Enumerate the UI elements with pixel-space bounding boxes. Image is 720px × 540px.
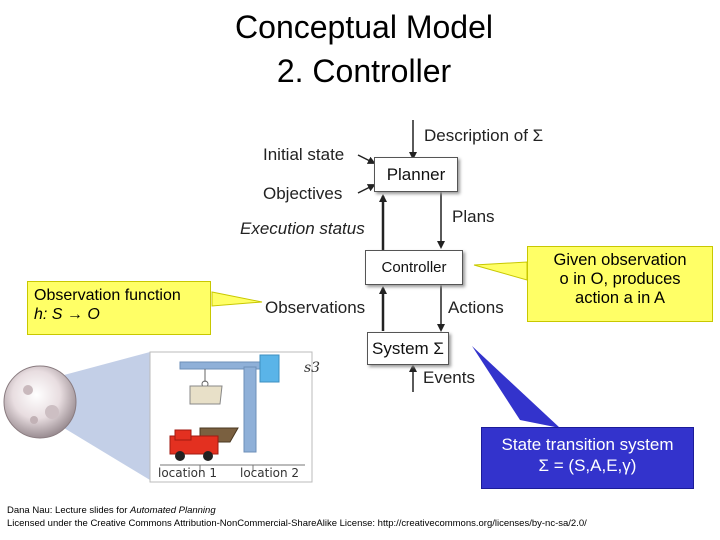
location-1-label: location 1 (158, 466, 218, 480)
footer-line-1: Dana Nau: Lecture slides for Automated P… (7, 505, 216, 517)
given-callout-line2: o in O, produces (559, 270, 681, 288)
given-callout-line3: action a in A (575, 289, 665, 307)
label-objectives: Objectives (263, 184, 343, 203)
given-callout-line1: Given observation (553, 251, 687, 269)
location-2-label: location 2 (240, 466, 300, 480)
planner-box: Planner (374, 157, 458, 192)
observation-function-callout: Observation function h: S → O (27, 281, 211, 335)
controller-box: Controller (365, 250, 463, 285)
view-beam (64, 352, 150, 480)
state-picture-frame (149, 351, 313, 483)
label-actions: Actions (448, 298, 504, 317)
arrow-initial-state (357, 154, 376, 164)
title-line-1: Conceptual Model (235, 9, 493, 45)
footer-prefix: Dana Nau: Lecture slides for (7, 505, 131, 516)
moon-icon (3, 365, 77, 439)
title-line-2: 2. Controller (276, 53, 452, 89)
arrow-objectives (357, 184, 376, 194)
label-plans: Plans (452, 207, 495, 226)
system-box: System Σ (367, 332, 449, 365)
label-observations: Observations (265, 298, 366, 317)
footer-line-2: Licensed under the Creative Commons Attr… (7, 518, 587, 529)
container-on-crane (189, 385, 223, 405)
observation-callout-line1: Observation function (34, 287, 181, 304)
state-callout-line1: State transition system (501, 435, 674, 454)
crane-beam (179, 361, 274, 370)
footer-book-title: Automated Planning (130, 505, 216, 516)
crane-post (243, 366, 257, 453)
state-label: s3 (304, 360, 321, 376)
label-execution-status: Execution status (240, 219, 365, 238)
given-observation-callout: Given observation o in O, produces actio… (527, 246, 713, 322)
state-transition-callout: State transition system Σ = (S,A,E,γ) (481, 427, 694, 489)
label-description-of-sigma: Description of Σ (424, 126, 544, 145)
crane-cab (259, 354, 280, 383)
state-callout-line2: Σ = (S,A,E,γ) (538, 456, 637, 475)
state-callout-pointer (472, 346, 560, 428)
given-callout-pointer (473, 261, 528, 281)
label-initial-state: Initial state (263, 145, 345, 164)
label-events: Events (423, 368, 475, 387)
observation-callout-line2: h: S → O (34, 306, 100, 323)
observation-callout-pointer (211, 291, 263, 307)
